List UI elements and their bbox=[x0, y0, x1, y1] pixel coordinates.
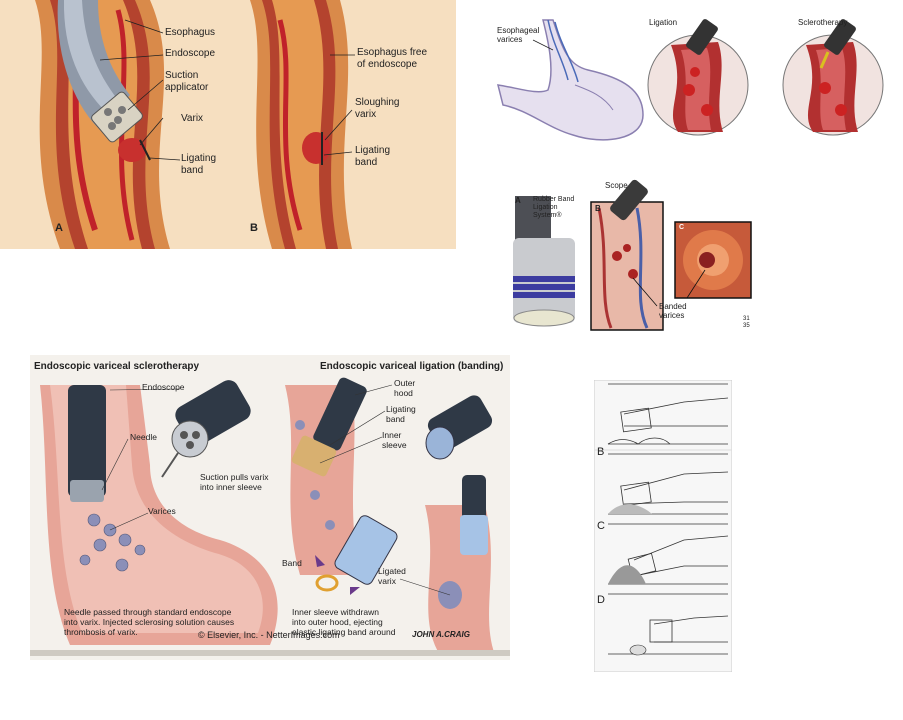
netter-label-varices: Varices bbox=[148, 506, 176, 516]
label-esophagus: Esophagus bbox=[165, 27, 216, 38]
netter-label-suction-pulls: Suction pulls varix into inner sleeve bbox=[200, 472, 269, 492]
step-label-c: C bbox=[597, 520, 605, 532]
netter-inner-caption: Inner sleeve withdrawn into outer hood, … bbox=[292, 607, 396, 637]
steps-panel: B C D bbox=[594, 380, 732, 672]
letter-b: B bbox=[250, 222, 258, 234]
label-ligation: Ligation bbox=[649, 18, 678, 27]
label-scope: Scope bbox=[605, 181, 628, 190]
banding-ab-illustration bbox=[35, 0, 355, 249]
label-ligating-band: Ligating band bbox=[181, 153, 217, 176]
netter-signature: JOHN A.CRAIG bbox=[412, 630, 470, 639]
rubber-band-illustration bbox=[513, 179, 752, 331]
netter-label-needle: Needle bbox=[130, 432, 157, 442]
label-esophagus-free: Esophagus free of endoscope bbox=[357, 47, 428, 70]
rubber-band-panel: A Rubber Band Ligation System® Scope B C… bbox=[507, 178, 757, 338]
stomach-panel: Esophageal varices Ligation Sclerotherap… bbox=[493, 10, 893, 150]
label-sclerotherapy: Sclerotherapy bbox=[798, 18, 848, 27]
netter-copyright: © Elsevier, Inc. - NetterImages.com bbox=[198, 630, 340, 640]
label-ligating-band-b: Ligating band bbox=[355, 145, 391, 168]
netter-label-endoscope: Endoscope bbox=[142, 382, 185, 392]
netter-label-outer-hood: Outer hood bbox=[394, 378, 416, 398]
label-endoscope: Endoscope bbox=[165, 48, 216, 59]
netter-label-inner-sleeve: Inner sleeve bbox=[382, 430, 407, 450]
label-suction-applicator: Suction applicator bbox=[165, 70, 209, 93]
stomach-illustration bbox=[496, 19, 884, 141]
steps-illustration bbox=[594, 380, 732, 672]
netter-illustration bbox=[30, 355, 510, 660]
label-esophageal-varices: Esophageal varices bbox=[497, 26, 540, 45]
banding-ab-panel: Esophagus Endoscope Suction applicator V… bbox=[0, 0, 456, 249]
netter-label-band: Band bbox=[282, 558, 302, 568]
letter-a: A bbox=[55, 222, 63, 234]
label-varix: Varix bbox=[181, 113, 204, 124]
step-label-d: D bbox=[597, 594, 605, 606]
label-corner-number: 31 35 bbox=[743, 316, 750, 329]
rubber-letter-a: A bbox=[515, 196, 521, 205]
label-sloughing-varix: Sloughing varix bbox=[355, 97, 400, 120]
label-rubber-band-system: Rubber Band Ligation System® bbox=[533, 196, 575, 220]
netter-label-ligating-band: Ligating band bbox=[386, 404, 416, 424]
step-label-b: B bbox=[597, 446, 605, 458]
label-banded-varices: Banded varices bbox=[659, 302, 687, 321]
netter-label-ligated-varix: Ligated varix bbox=[378, 566, 406, 586]
rubber-letter-b: B bbox=[595, 204, 601, 213]
netter-title-sclerotherapy: Endoscopic variceal sclerotherapy bbox=[34, 361, 200, 372]
netter-title-ligation: Endoscopic variceal ligation (banding) bbox=[320, 361, 504, 372]
netter-needle-caption: Needle passed through standard endoscope… bbox=[64, 607, 235, 637]
netter-panel: Endoscopic variceal sclerotherapy Endosc… bbox=[30, 355, 510, 660]
rubber-letter-c: C bbox=[679, 224, 685, 231]
